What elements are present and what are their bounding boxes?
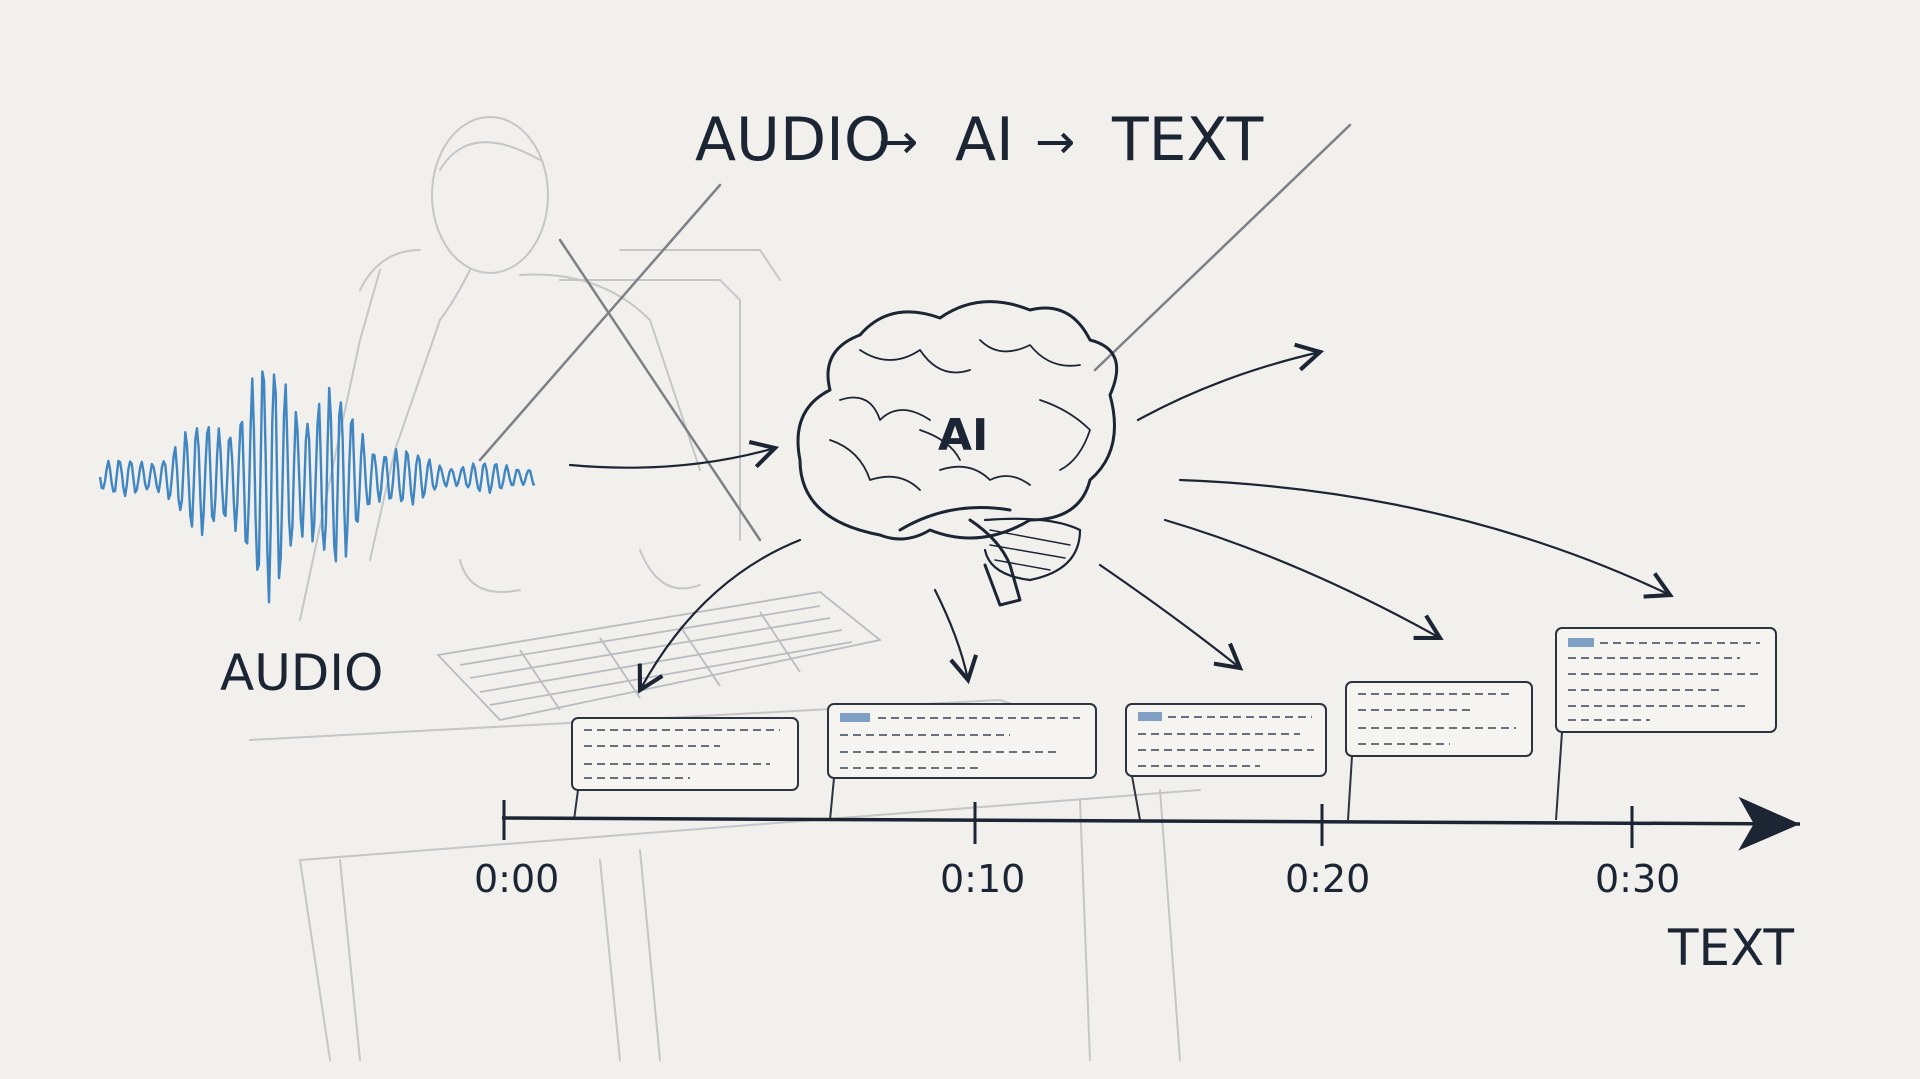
caption-card-5 bbox=[1555, 627, 1777, 821]
arrow-ai-to-caption-5 bbox=[1178, 478, 1674, 599]
keyboard-icon bbox=[436, 591, 883, 721]
brain-label: AI bbox=[938, 410, 988, 461]
audio-label: AUDIO bbox=[220, 644, 383, 702]
brain-icon bbox=[796, 300, 1119, 607]
caption-card-1 bbox=[571, 717, 799, 821]
timeline-label-0: 0:00 bbox=[474, 857, 559, 901]
caption-card-2 bbox=[827, 703, 1097, 821]
title-audio: AUDIO bbox=[695, 105, 891, 175]
arrow-audio-to-ai bbox=[568, 439, 780, 469]
timeline-label-1: 0:10 bbox=[940, 857, 1025, 901]
timeline-label-3: 0:30 bbox=[1595, 857, 1680, 901]
arrow-ai-to-caption-3 bbox=[1098, 563, 1244, 671]
title-arrow-2: → bbox=[1035, 114, 1075, 170]
arrow-ai-to-caption-2 bbox=[933, 588, 979, 685]
caption-cards bbox=[571, 627, 1777, 821]
text-label: TEXT bbox=[1667, 919, 1795, 977]
timeline bbox=[501, 796, 1801, 851]
person-sketch bbox=[249, 116, 1201, 1061]
timeline-axis bbox=[501, 796, 1801, 851]
arrow-ai-up bbox=[1136, 342, 1325, 422]
timeline-label-2: 0:20 bbox=[1285, 857, 1370, 901]
waveform-icon bbox=[98, 370, 536, 604]
sketch-diagonals bbox=[478, 123, 1352, 542]
caption-card-3 bbox=[1125, 703, 1327, 821]
arrow-ai-to-caption-4 bbox=[1163, 518, 1444, 641]
title-ai: AI bbox=[955, 105, 1014, 175]
title-arrow-1: → bbox=[878, 114, 918, 170]
title-text: TEXT bbox=[1111, 105, 1264, 175]
caption-card-4 bbox=[1345, 681, 1533, 821]
flow-arrows bbox=[568, 342, 1674, 694]
arrow-ai-to-caption-1 bbox=[637, 538, 802, 694]
